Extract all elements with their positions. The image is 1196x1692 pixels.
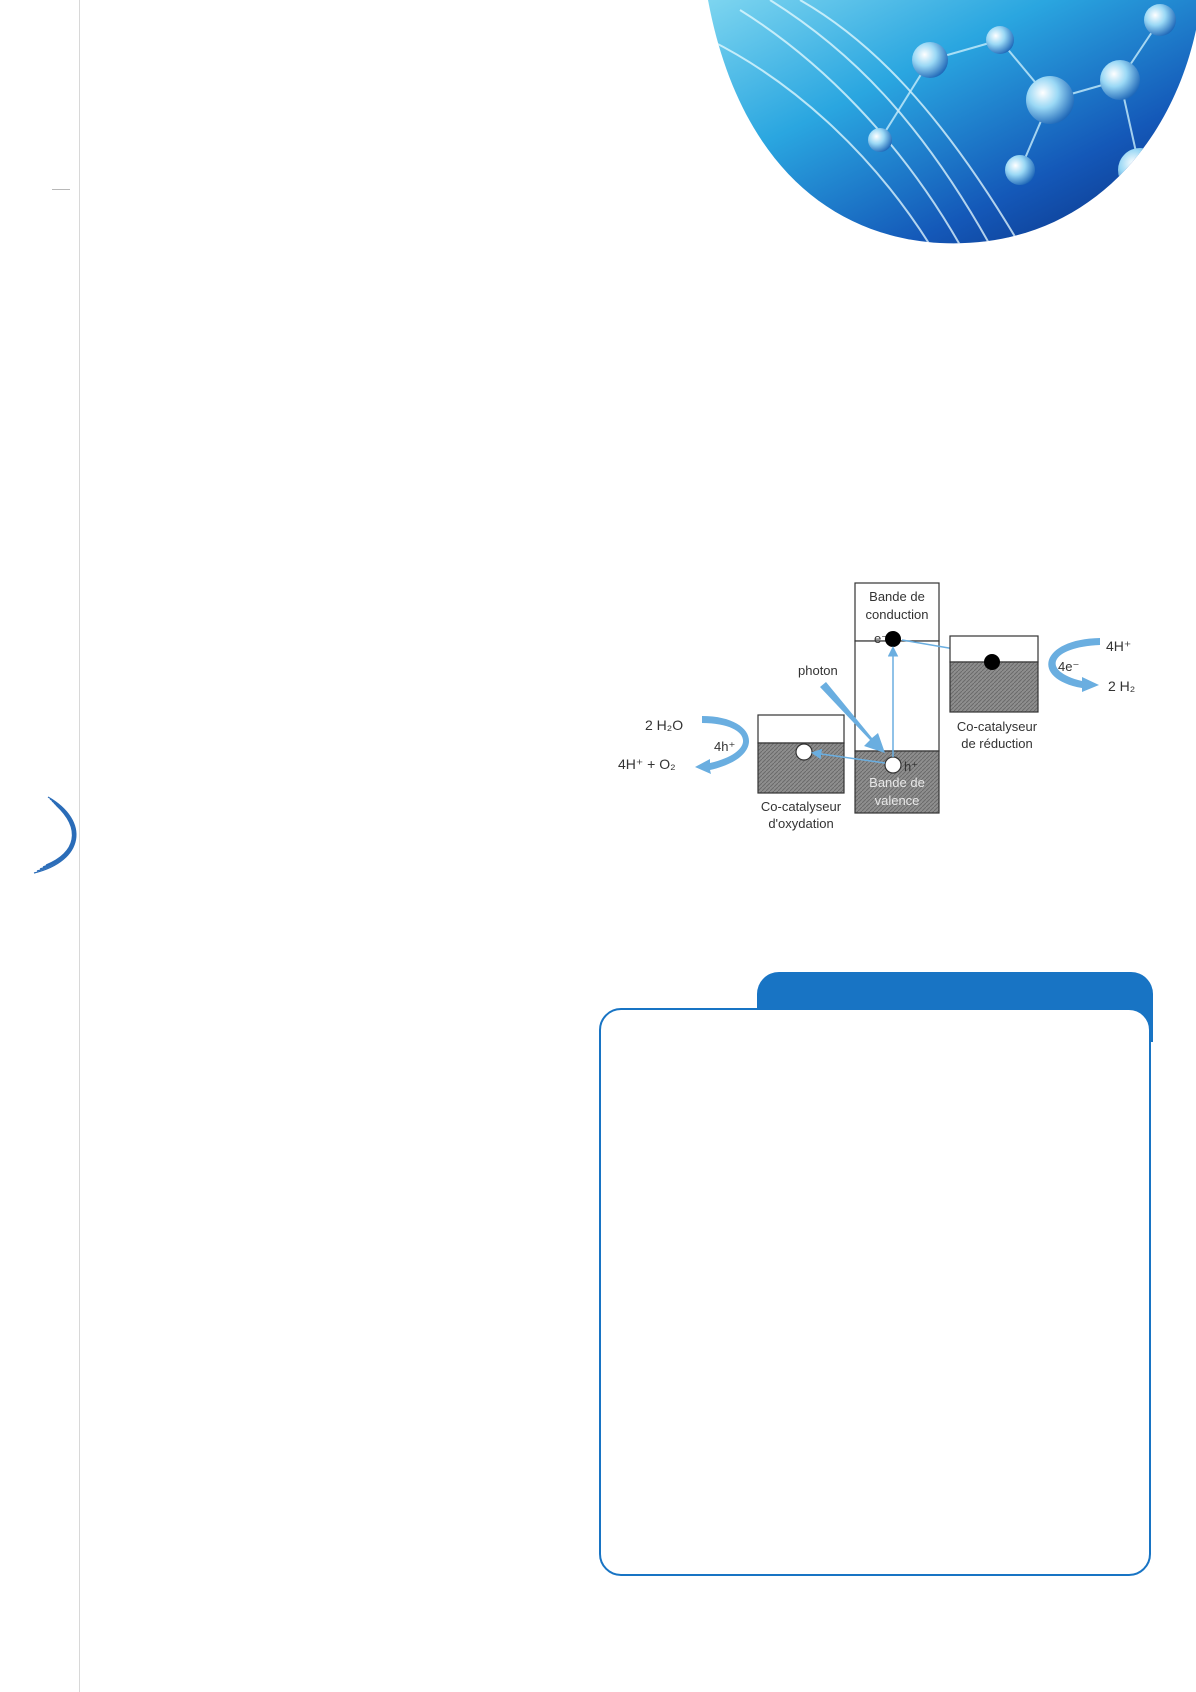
- oxidation-cocatalyst-label-line2: d'oxydation: [768, 816, 833, 831]
- reduction-cocatalyst-label-line2: de réduction: [961, 736, 1033, 751]
- info-panel: [599, 1008, 1151, 1576]
- band-gap-box: [854, 640, 940, 752]
- oxidation-curved-arrow: [695, 716, 750, 774]
- margin-rule: [79, 0, 80, 1692]
- oxidation-reactant: 2 H₂O: [645, 717, 683, 733]
- reduction-reactant: 4H⁺: [1106, 638, 1131, 654]
- reduction-cocatalyst-label-line1: Co-catalyseur: [957, 719, 1038, 734]
- margin-tick: [52, 189, 70, 190]
- hole: [884, 756, 902, 774]
- reduction-product: 2 H₂: [1108, 678, 1135, 694]
- conduction-band-label-line1: Bande de: [869, 589, 925, 604]
- reduction-electrons: 4e⁻: [1058, 659, 1079, 674]
- photocatalysis-diagram: Bande de conduction Bande de valence e⁻ …: [618, 582, 1135, 831]
- photon-arrow: [820, 682, 885, 753]
- electron: [885, 631, 901, 647]
- oxidation-holes: 4h⁺: [714, 739, 735, 754]
- valence-band-label-line1: Bande de: [869, 775, 925, 790]
- oxidation-products: 4H⁺ + O₂: [618, 756, 676, 772]
- reduction-curved-arrow: [1048, 638, 1100, 692]
- photon-label: photon: [798, 663, 838, 678]
- electron-label: e⁻: [874, 631, 888, 646]
- swoosh-logo-icon: [33, 796, 77, 874]
- conduction-band-label-line2: conduction: [866, 607, 929, 622]
- hero-molecule-image: [708, 0, 1196, 244]
- hole-label: h⁺: [904, 759, 918, 774]
- conduction-band-box: [854, 582, 940, 642]
- reduction-electron: [984, 654, 1000, 670]
- oxidation-cocatalyst-label-line1: Co-catalyseur: [761, 799, 842, 814]
- valence-band-label-line2: valence: [875, 793, 920, 808]
- oxidation-hole: [795, 743, 813, 761]
- oxidation-cocatalyst-top: [757, 714, 845, 744]
- hole-transfer-arrow: [811, 748, 886, 764]
